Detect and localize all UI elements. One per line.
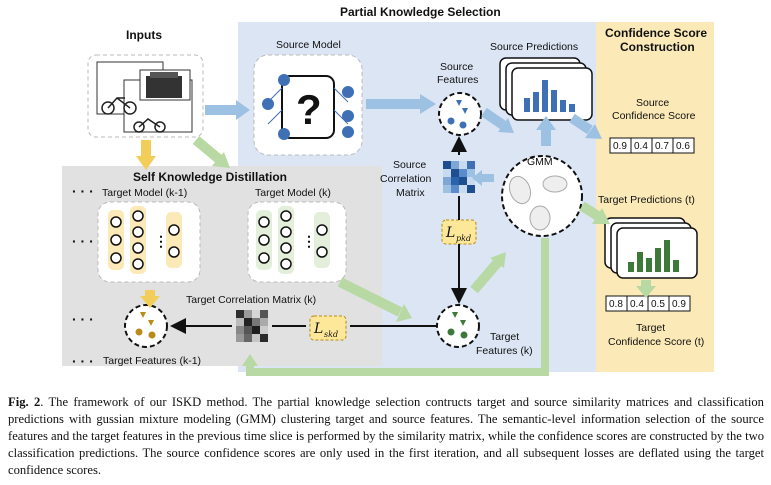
source-model-label: Source Model — [276, 39, 341, 51]
source-score-4: 0.6 — [676, 141, 690, 152]
source-features-label-2: Features — [437, 74, 478, 86]
source-predictions-label: Source Predictions — [490, 41, 578, 53]
target-confidence-label-1: Target — [636, 322, 665, 334]
source-predictions — [499, 57, 593, 121]
source-score-3: 0.7 — [655, 141, 669, 152]
bicycle-icon-2 — [133, 121, 145, 133]
self-distillation-header: Self Knowledge Distillation — [133, 170, 287, 184]
target-predictions — [604, 217, 698, 279]
ellipsis-low: · · · — [72, 311, 94, 327]
question-mark: ? — [296, 86, 322, 133]
target-features-curr-label-2: Features (k) — [476, 345, 533, 357]
source-features-label-1: Source — [440, 61, 473, 73]
target-model-curr-label: Target Model (k) — [255, 187, 331, 199]
svg-text:skd: skd — [324, 330, 338, 339]
svg-text:⋮: ⋮ — [154, 233, 168, 249]
svg-text:pkd: pkd — [456, 234, 471, 243]
caption-label: Fig. 2 — [8, 395, 41, 409]
input-images — [87, 54, 204, 138]
target-features-curr-label-1: Target — [490, 331, 519, 343]
source-corr-label-2: Correlation — [380, 173, 432, 185]
source-score-2: 0.4 — [634, 141, 648, 152]
printer-icon — [146, 76, 182, 98]
gmm-cluster — [501, 155, 583, 237]
target-confidence-scores: 0.8 0.4 0.5 0.9 — [605, 295, 691, 312]
source-score-1: 0.9 — [613, 141, 627, 152]
gmm-label: GMM — [527, 156, 553, 168]
loss-skd: L skd — [309, 315, 347, 341]
source-confidence-label-2: Confidence Score — [612, 110, 696, 122]
source-model: ? — [253, 54, 363, 156]
target-predictions-label: Target Predictions (t) — [598, 194, 695, 206]
isk-framework-figure: Inputs Partial Knowledge Selection Confi… — [62, 5, 714, 376]
source-features — [438, 92, 482, 136]
inputs-header: Inputs — [126, 28, 162, 42]
svg-text:L: L — [445, 225, 455, 241]
figure-caption: Fig. 2. The framework of our ISKD method… — [8, 394, 764, 479]
source-confidence-scores: 0.9 0.4 0.7 0.6 — [609, 137, 695, 154]
confidence-header-line2: Construction — [620, 40, 695, 54]
partial-knowledge-header: Partial Knowledge Selection — [340, 5, 501, 19]
svg-text:⋮: ⋮ — [302, 233, 316, 249]
ellipsis-bottom: · · · — [72, 353, 94, 369]
target-corr-matrix-label: Target Correlation Matrix (k) — [186, 294, 316, 306]
source-confidence-label-1: Source — [636, 97, 669, 109]
target-model-curr: ⋮ — [247, 201, 347, 283]
target-score-4: 0.9 — [672, 299, 686, 310]
svg-text:L: L — [313, 321, 323, 337]
caption-text: . The framework of our ISKD method. The … — [8, 395, 764, 477]
target-features-prev — [124, 304, 168, 348]
target-model-prev: ⋮ — [97, 201, 201, 283]
target-features-curr — [436, 304, 480, 348]
ellipsis-mid: · · · — [72, 233, 94, 249]
loss-pkd: L pkd — [441, 219, 477, 245]
source-corr-label-1: Source — [393, 159, 426, 171]
target-features-prev-label: Target Features (k-1) — [103, 355, 201, 367]
confidence-header-line1: Confidence Score — [605, 26, 707, 40]
ellipsis-top: · · · — [72, 183, 94, 199]
source-correlation-matrix — [443, 161, 475, 193]
target-model-prev-label: Target Model (k-1) — [102, 187, 187, 199]
flow-arrows — [136, 94, 656, 376]
bicycle-icon — [101, 101, 115, 115]
target-correlation-matrix — [236, 310, 268, 342]
target-score-3: 0.5 — [651, 299, 665, 310]
confidence-panel — [596, 22, 714, 372]
source-corr-label-3: Matrix — [396, 187, 425, 199]
black-arrows — [170, 136, 467, 334]
target-score-1: 0.8 — [609, 299, 623, 310]
target-confidence-label-2: Confidence Score (t) — [608, 336, 704, 348]
target-score-2: 0.4 — [630, 299, 644, 310]
